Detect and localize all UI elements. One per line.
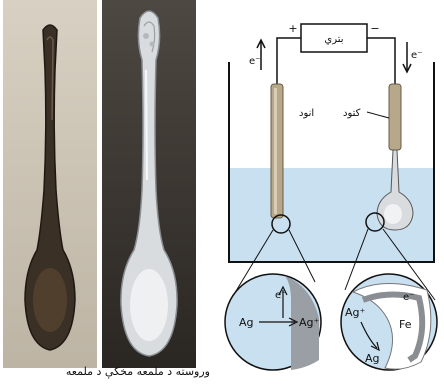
wire-anode: [277, 38, 301, 84]
electron-label-left: e⁻: [249, 56, 260, 67]
anode-label: انود: [299, 108, 314, 119]
cathode-zoom-view: e⁻ Fe Ag⁺ Ag: [341, 274, 437, 370]
zoom-left-silver-atom: Ag: [239, 316, 254, 329]
anode-zoom-view: e⁻ Ag Ag⁺: [225, 274, 321, 370]
zoom-left-silver-ion: Ag⁺: [299, 316, 320, 329]
electroplating-diagram: بتري + − e⁻ e⁻ انود کتود: [213, 0, 444, 386]
silver-spoon-image: [102, 0, 196, 368]
battery-plus-sign: +: [288, 22, 297, 35]
cathode-holder: [389, 84, 401, 150]
zoom-right-deposited-silver: Ag: [365, 352, 380, 365]
tarnished-spoon-image: [3, 0, 97, 368]
wire-cathode: [367, 38, 395, 84]
battery-label: بتري: [324, 34, 343, 45]
zoom-right-silver-ion: Ag⁺: [345, 306, 366, 319]
zoom-right-iron: Fe: [399, 318, 412, 331]
electron-label-right: e⁻: [411, 50, 422, 61]
photo-before-plating: [3, 0, 97, 368]
photo-caption: وروسته د ملمعه مخکې د ملمعه: [0, 365, 210, 386]
battery-minus-sign: −: [370, 22, 379, 35]
photo-after-plating: [102, 0, 196, 368]
zoom-left-electron: e⁻: [275, 290, 286, 301]
zoom-right-electron: e⁻: [403, 292, 414, 303]
cathode-label: کتود: [343, 108, 361, 119]
